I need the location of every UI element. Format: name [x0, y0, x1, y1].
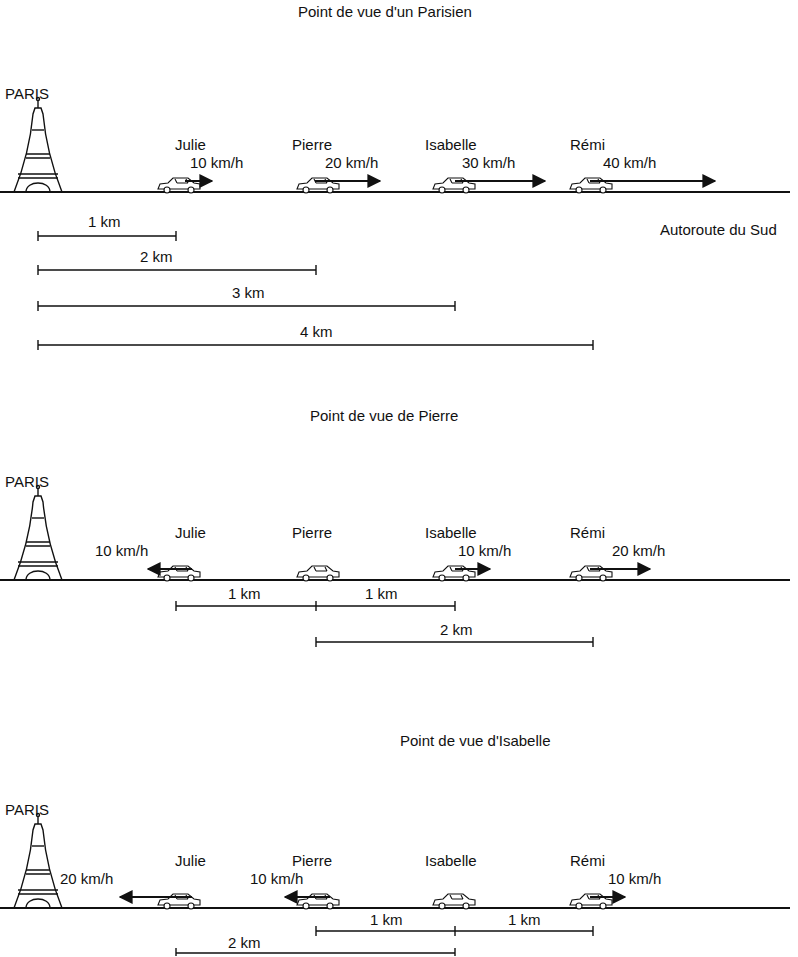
eiffel-tower	[14, 486, 62, 581]
road	[0, 907, 790, 909]
panel-pierre	[0, 486, 790, 648]
label: Julie	[175, 137, 206, 154]
label: Julie	[175, 853, 206, 870]
label: 4 km	[300, 324, 333, 341]
label: 1 km	[508, 912, 541, 929]
label: 2 km	[440, 622, 473, 639]
velocity-arrows	[148, 568, 650, 570]
label: Point de vue de Pierre	[310, 408, 458, 425]
eiffel-tower	[14, 98, 62, 193]
label: PARIS	[5, 474, 49, 491]
label: 20 km/h	[325, 155, 378, 172]
label: 10 km/h	[458, 543, 511, 560]
label: 10 km/h	[95, 543, 148, 560]
dimension-bars	[38, 231, 593, 350]
label: Rémi	[570, 525, 605, 542]
velocity-arrows	[185, 180, 715, 182]
label: 20 km/h	[612, 543, 665, 560]
label: PARIS	[5, 802, 49, 819]
dimension-bars	[176, 926, 593, 956]
label: 1 km	[228, 586, 261, 603]
label: 2 km	[228, 935, 261, 952]
velocity-arrows	[120, 896, 625, 898]
road	[0, 191, 790, 193]
label: PARIS	[5, 86, 49, 103]
label: Point de vue d'un Parisien	[298, 4, 472, 21]
label: 2 km	[140, 249, 173, 266]
label: Point de vue d'Isabelle	[400, 733, 550, 750]
label: Isabelle	[425, 853, 477, 870]
panel-isabelle	[0, 814, 790, 957]
label: 30 km/h	[462, 155, 515, 172]
road	[0, 579, 790, 581]
label: Pierre	[292, 525, 332, 542]
label: Isabelle	[425, 525, 477, 542]
label: Pierre	[292, 137, 332, 154]
label: Pierre	[292, 853, 332, 870]
car	[433, 894, 475, 909]
label: Isabelle	[425, 137, 477, 154]
eiffel-tower	[14, 814, 62, 909]
panel-parisien	[0, 98, 790, 351]
label: Autoroute du Sud	[660, 222, 777, 239]
label: Rémi	[570, 853, 605, 870]
label: 3 km	[232, 285, 265, 302]
label: 10 km/h	[608, 871, 661, 888]
label: 10 km/h	[190, 155, 243, 172]
car	[297, 566, 339, 581]
label: 1 km	[365, 586, 398, 603]
label: 40 km/h	[603, 155, 656, 172]
label: 20 km/h	[60, 871, 113, 888]
label: 10 km/h	[250, 871, 303, 888]
label: 1 km	[88, 214, 121, 231]
label: Rémi	[570, 137, 605, 154]
label: Julie	[175, 525, 206, 542]
dimension-bars	[176, 601, 593, 647]
label: 1 km	[370, 912, 403, 929]
